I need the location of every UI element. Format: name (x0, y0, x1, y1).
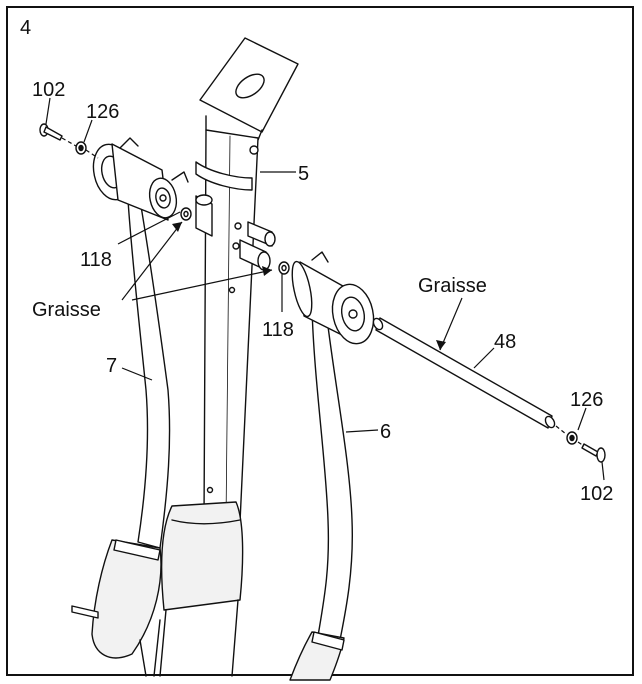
label-126-top: 126 (86, 101, 119, 123)
right-arm-6 (289, 307, 353, 681)
washer-126-bottom (566, 431, 578, 445)
axle-48 (372, 317, 556, 429)
label-graisse-left: Graisse (32, 299, 101, 321)
label-part-7: 7 (106, 355, 117, 377)
label-102-top: 102 (32, 79, 65, 101)
label-102-bottom: 102 (580, 483, 613, 505)
label-part-6: 6 (380, 421, 391, 443)
upright-post-5 (159, 37, 299, 677)
label-graisse-right: Graisse (418, 275, 487, 297)
bolt-102-bottom (581, 443, 606, 463)
left-bearing-housing (92, 137, 189, 221)
left-arm-7 (71, 199, 171, 677)
label-part-5: 5 (298, 163, 309, 185)
label-118-left: 118 (80, 249, 112, 271)
bolt-102-top (39, 123, 63, 141)
step-number: 4 (20, 17, 31, 39)
washer-118-left (180, 207, 192, 221)
washer-126-top (75, 141, 87, 155)
label-part-48: 48 (494, 331, 516, 353)
label-118-right: 118 (262, 319, 294, 341)
label-126-bottom: 126 (570, 389, 603, 411)
washer-118-right (278, 261, 290, 275)
right-bearing-housing (291, 251, 375, 345)
